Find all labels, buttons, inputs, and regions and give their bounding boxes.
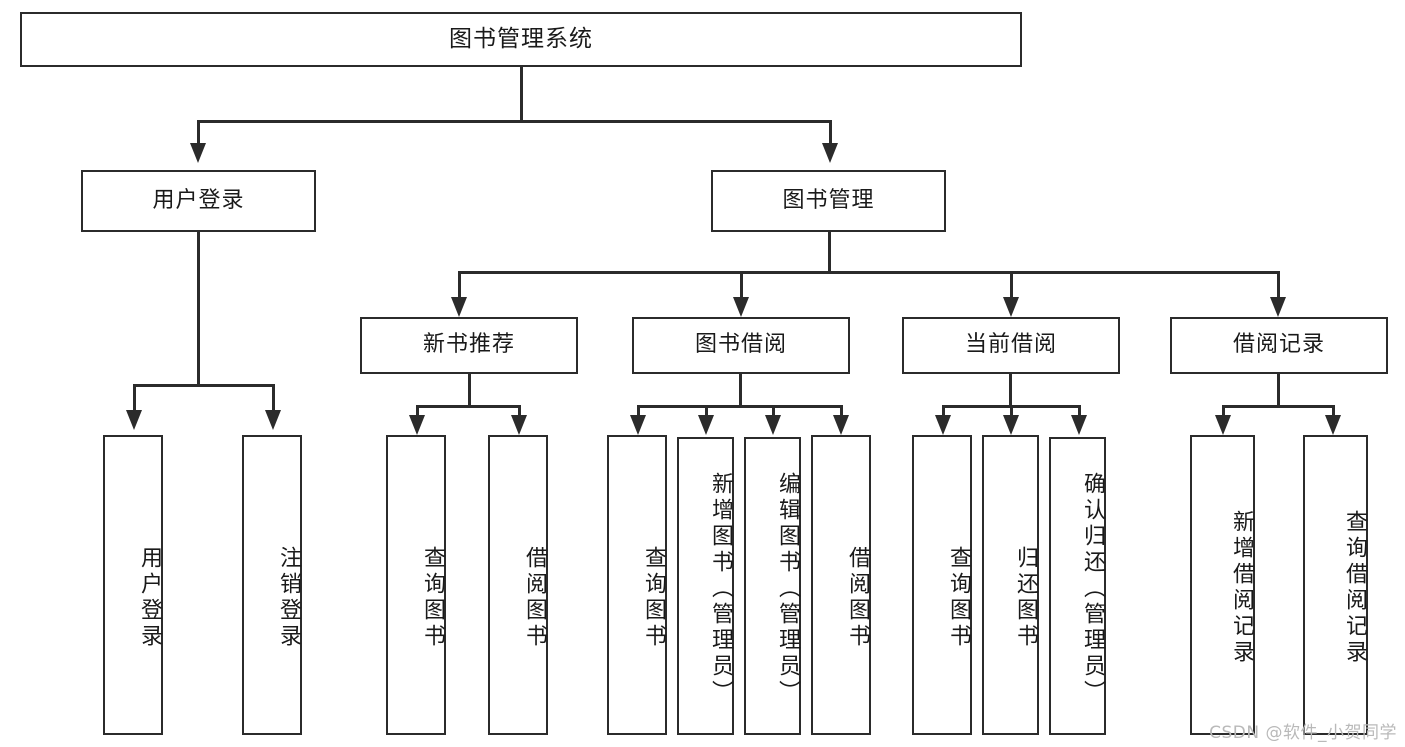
edge-borrow-record-drop-1 — [1222, 405, 1225, 417]
node-label: 用户登录 — [137, 546, 162, 650]
node-label: 借阅记录 — [1232, 332, 1325, 358]
edge-current-borrow-stem — [1009, 374, 1012, 407]
node-label: 查询图书 — [946, 546, 971, 650]
edge-book-borrow-drop-3 — [772, 405, 775, 417]
edge-level2-drop-left — [197, 120, 200, 145]
edge-borrow-record-stem — [1277, 374, 1280, 407]
arrow-to-user-login — [190, 143, 206, 163]
arrow-to-book-borrow — [733, 297, 749, 317]
node-leaf-edit-book-admin[interactable]: 编辑图书（管理员） — [744, 437, 801, 735]
edge-level2-bus — [197, 120, 831, 123]
node-label: 归还图书 — [1013, 546, 1038, 650]
node-label: 用户登录 — [152, 187, 245, 213]
edge-borrow-record-drop-2 — [1332, 405, 1335, 417]
node-label: 新增图书（管理员） — [708, 472, 733, 706]
edge-current-borrow-drop-1 — [942, 405, 945, 417]
arrow-to-query-book-b — [630, 415, 646, 435]
node-label: 借阅图书 — [522, 546, 547, 650]
node-root-book-management-system[interactable]: 图书管理系统 — [20, 12, 1022, 67]
edge-level3-drop-2 — [740, 271, 743, 299]
edge-borrow-record-bus — [1222, 405, 1334, 408]
edge-book-borrow-bus — [637, 405, 842, 408]
arrow-to-add-book — [698, 415, 714, 435]
node-leaf-confirm-return-admin[interactable]: 确认归还（管理员） — [1049, 437, 1106, 735]
node-borrow-record[interactable]: 借阅记录 — [1170, 317, 1388, 374]
edge-book-borrow-stem — [739, 374, 742, 407]
node-label: 查询图书 — [420, 546, 445, 650]
node-label: 图书借阅 — [694, 332, 787, 358]
node-leaf-query-book-c[interactable]: 查询图书 — [912, 435, 972, 735]
node-label: 注销登录 — [276, 546, 301, 650]
node-label: 新增借阅记录 — [1229, 510, 1254, 666]
arrow-to-add-borrow-record — [1215, 415, 1231, 435]
node-label: 图书管理系统 — [449, 25, 593, 52]
node-book-borrow[interactable]: 图书借阅 — [632, 317, 850, 374]
node-leaf-return-book[interactable]: 归还图书 — [982, 435, 1039, 735]
node-leaf-user-login[interactable]: 用户登录 — [103, 435, 163, 735]
edge-user-login-stem — [197, 232, 200, 386]
arrow-to-borrow-record — [1270, 297, 1286, 317]
node-label: 确认归还（管理员） — [1080, 472, 1105, 706]
node-label: 查询图书 — [641, 546, 666, 650]
edge-book-management-stem — [828, 232, 831, 274]
edge-user-login-drop-1 — [133, 384, 136, 412]
node-leaf-query-borrow-record[interactable]: 查询借阅记录 — [1303, 435, 1368, 735]
node-leaf-borrow-book-a[interactable]: 借阅图书 — [488, 435, 548, 735]
arrow-to-confirm-return — [1071, 415, 1087, 435]
node-new-book-recommend[interactable]: 新书推荐 — [360, 317, 578, 374]
edge-current-borrow-drop-2 — [1010, 405, 1013, 417]
node-label: 新书推荐 — [422, 332, 515, 358]
arrow-to-book-management — [822, 143, 838, 163]
node-leaf-query-book-b[interactable]: 查询图书 — [607, 435, 667, 735]
edge-book-borrow-drop-2 — [705, 405, 708, 417]
arrow-to-logout-leaf — [265, 410, 281, 430]
node-label: 查询借阅记录 — [1342, 510, 1367, 666]
arrow-to-current-borrow — [1003, 297, 1019, 317]
edge-new-book-bus — [416, 405, 520, 408]
arrow-to-new-book-recommend — [451, 297, 467, 317]
node-user-login[interactable]: 用户登录 — [81, 170, 316, 232]
edge-level3-drop-1 — [458, 271, 461, 299]
node-book-management[interactable]: 图书管理 — [711, 170, 946, 232]
edge-new-book-drop-1 — [416, 405, 419, 417]
edge-user-login-bus — [133, 384, 275, 387]
edge-book-borrow-drop-4 — [840, 405, 843, 417]
node-leaf-add-book-admin[interactable]: 新增图书（管理员） — [677, 437, 734, 735]
arrow-to-edit-book — [765, 415, 781, 435]
node-leaf-borrow-book-b[interactable]: 借阅图书 — [811, 435, 871, 735]
edge-new-book-drop-2 — [518, 405, 521, 417]
edge-level3-drop-3 — [1010, 271, 1013, 299]
node-label: 编辑图书（管理员） — [775, 472, 800, 706]
node-leaf-add-borrow-record[interactable]: 新增借阅记录 — [1190, 435, 1255, 735]
node-label: 当前借阅 — [964, 332, 1057, 358]
arrow-to-borrow-book-a — [511, 415, 527, 435]
node-label: 图书管理 — [782, 187, 875, 213]
edge-root-stem — [520, 67, 523, 122]
arrow-to-return-book — [1003, 415, 1019, 435]
node-leaf-logout[interactable]: 注销登录 — [242, 435, 302, 735]
edge-level3-drop-4 — [1277, 271, 1280, 299]
node-current-borrow[interactable]: 当前借阅 — [902, 317, 1120, 374]
edge-level3-bus — [458, 271, 1279, 274]
node-label: 借阅图书 — [845, 546, 870, 650]
arrow-to-borrow-book-b — [833, 415, 849, 435]
edge-level2-drop-right — [829, 120, 832, 145]
arrow-to-query-book-c — [935, 415, 951, 435]
edge-new-book-stem — [468, 374, 471, 407]
arrow-to-user-login-leaf — [126, 410, 142, 430]
edge-book-borrow-drop-1 — [637, 405, 640, 417]
edge-current-borrow-drop-3 — [1078, 405, 1081, 417]
arrow-to-query-book-a — [409, 415, 425, 435]
node-leaf-query-book-a[interactable]: 查询图书 — [386, 435, 446, 735]
arrow-to-query-borrow-record — [1325, 415, 1341, 435]
edge-user-login-drop-2 — [272, 384, 275, 412]
